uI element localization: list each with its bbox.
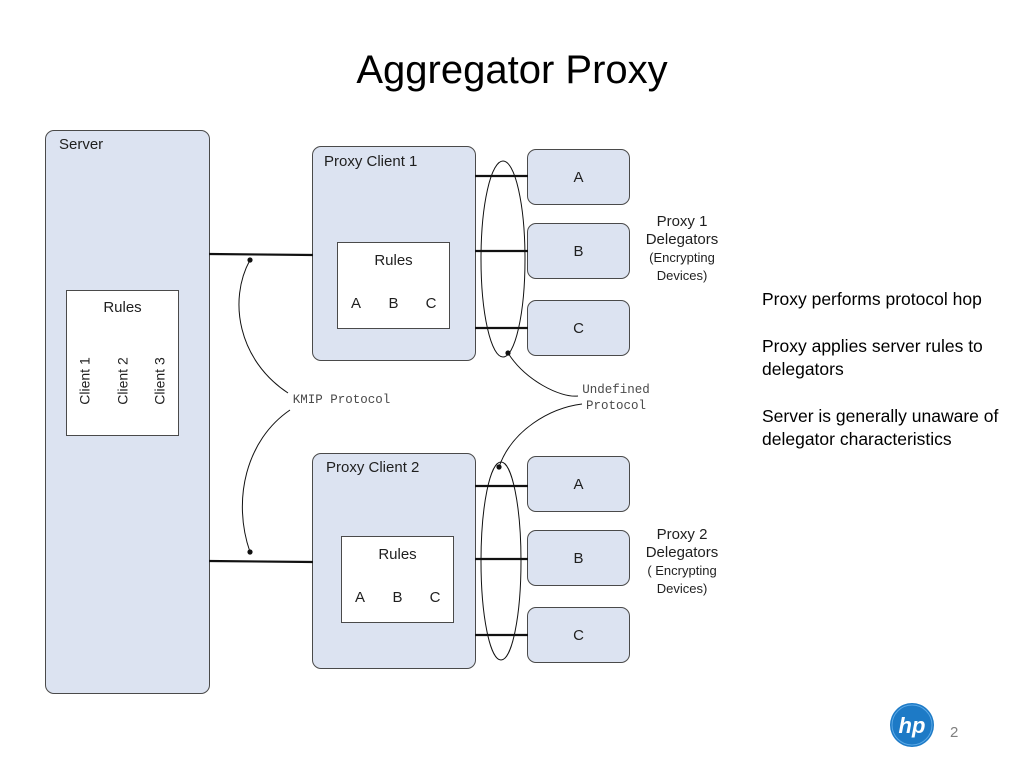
- page-number: 2: [950, 724, 959, 741]
- note-item: Server is generally unaware of delegator…: [762, 406, 999, 449]
- proxy2-rule-a: A: [354, 589, 365, 606]
- undefined-callout-lower: [498, 403, 583, 468]
- proxy2-rule-c: C: [429, 589, 441, 606]
- proxy1-delegator-group-ellipse: [480, 160, 526, 358]
- note-item: Proxy performs protocol hop: [762, 289, 982, 309]
- proxy2-rules-header: Rules: [378, 545, 417, 563]
- proxy1-delegator-c: C: [527, 300, 630, 356]
- slide-title: Aggregator Proxy: [356, 48, 668, 92]
- proxy-client-1-label: Proxy Client 1: [324, 153, 418, 170]
- undefined-callout-upper: [507, 352, 579, 397]
- hp-logo: hp: [890, 703, 934, 747]
- proxy1-rule-a: A: [350, 295, 361, 312]
- proxy2-delegator-a: A: [527, 456, 630, 512]
- proxy1-delegator-a: A: [527, 149, 630, 205]
- undefined-protocol-label: Undefined Protocol: [582, 383, 650, 413]
- server-rules-table: [66, 290, 179, 436]
- proxy1-rule-b: B: [388, 295, 399, 312]
- proxy1-rules-header: Rules: [374, 251, 413, 269]
- proxy2-delegator-group-ellipse: [480, 461, 522, 661]
- kmip-callout-upper: [238, 259, 289, 394]
- proxy1-rule-c: C: [425, 295, 437, 312]
- notes-list: Proxy performs protocol hop Proxy applie…: [762, 288, 1002, 475]
- proxy2-delegator-b: B: [527, 530, 630, 586]
- proxy2-rule-b: B: [392, 589, 403, 606]
- proxy2-delegators-caption: Proxy 2 Delegators ( Encrypting Devices): [645, 526, 719, 596]
- server-proxy1-link: [208, 252, 314, 257]
- proxy1-delegator-b: B: [527, 223, 630, 279]
- proxy1-rules-table: [337, 242, 450, 329]
- svg-text:hp: hp: [899, 713, 926, 738]
- server-rules-header: Rules: [103, 299, 142, 316]
- proxy1-delegators-caption: Proxy 1 Delegators (Encrypting Devices): [645, 213, 719, 283]
- proxy-client-2-label: Proxy Client 2: [326, 459, 420, 476]
- kmip-callout-lower: [241, 409, 291, 553]
- server-label: Server: [59, 136, 104, 153]
- server-proxy2-link: [208, 559, 314, 564]
- note-item: Proxy applies server rules to delegators: [762, 336, 983, 379]
- proxy2-rules-table: [341, 536, 454, 623]
- kmip-protocol-label: KMIP Protocol: [292, 393, 391, 407]
- proxy2-delegator-c: C: [527, 607, 630, 663]
